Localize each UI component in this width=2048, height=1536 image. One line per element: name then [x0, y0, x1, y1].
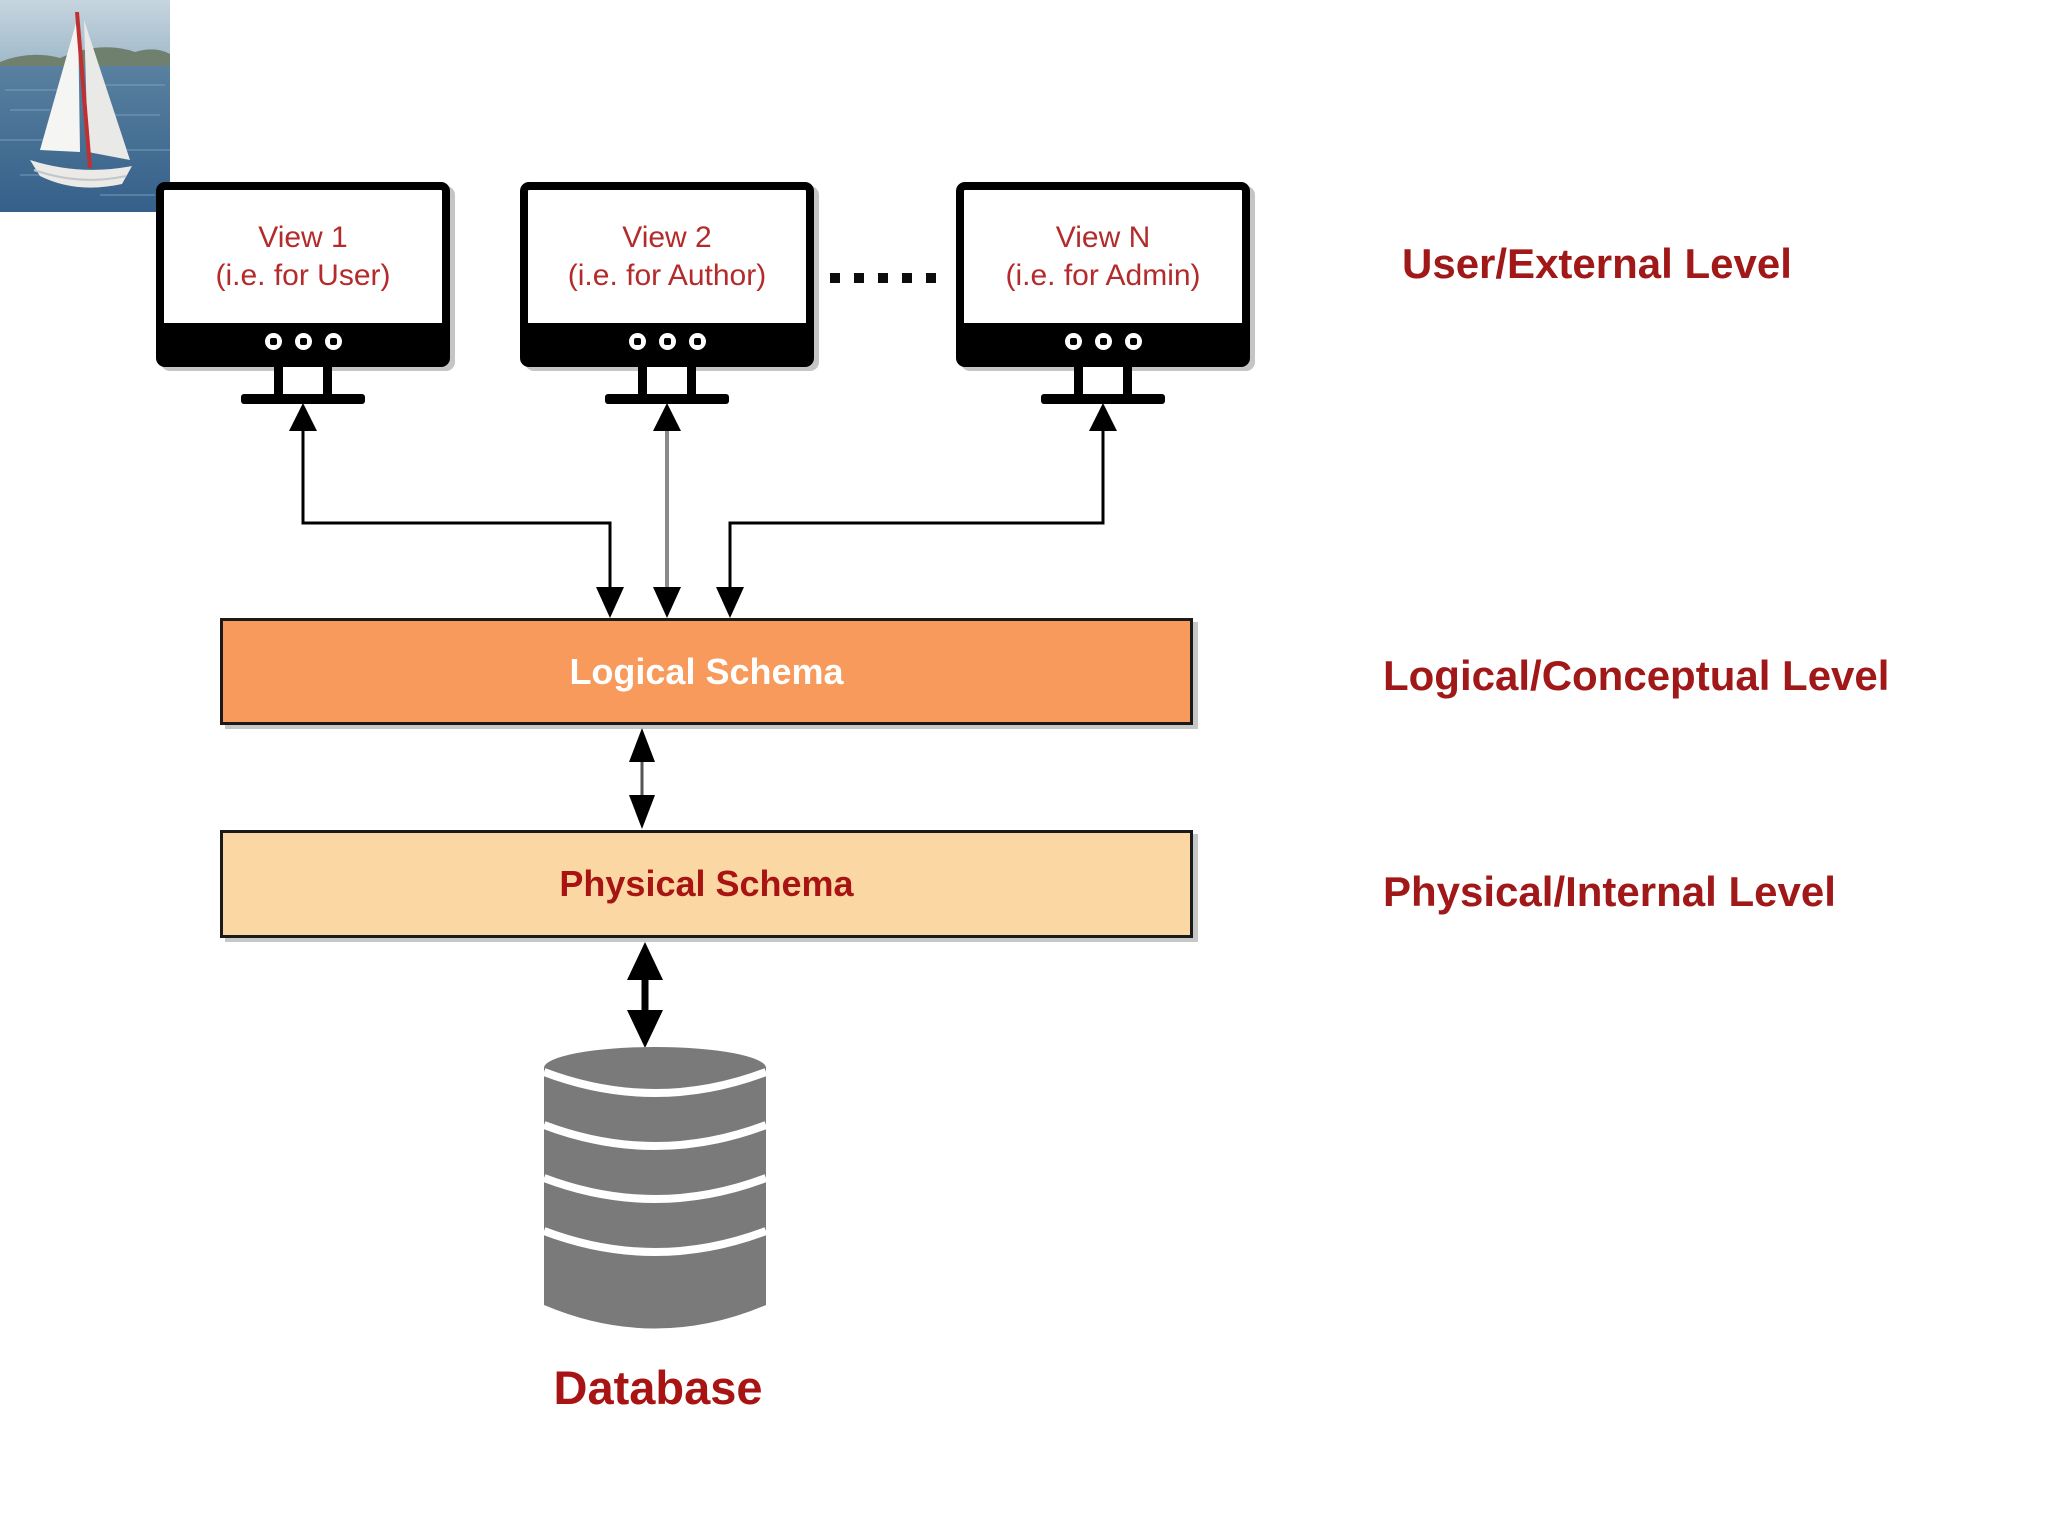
arrow-down-physical-database-icon: [627, 1010, 663, 1048]
ellipsis-dot-icon: [926, 273, 936, 283]
monitor-button-icon: [264, 332, 282, 350]
monitor-button-icon: [294, 332, 312, 350]
monitor-stand-neck: [1074, 367, 1132, 394]
monitor-view-2: View 2 (i.e. for Author): [520, 182, 814, 406]
monitor-button-icon: [1064, 332, 1082, 350]
ellipsis-dot-icon: [830, 273, 840, 283]
monitor-view-n: View N (i.e. for Admin): [956, 182, 1250, 406]
logical-schema-label: Logical Schema: [569, 650, 844, 692]
ellipsis-dot-icon: [902, 273, 912, 283]
monitor-screen: View N (i.e. for Admin): [964, 198, 1242, 315]
physical-schema-label: Physical Schema: [559, 863, 854, 904]
label-user-external-level: User/External Level: [1402, 240, 1792, 287]
logical-schema-box: Logical Schema: [220, 618, 1193, 725]
monitor-frame: View 2 (i.e. for Author): [520, 182, 814, 367]
monitor-button-icon: [1124, 332, 1142, 350]
monitor-stand-neck: [638, 367, 696, 394]
monitor-stand-base: [1041, 394, 1165, 404]
monitor-screen: View 1 (i.e. for User): [164, 198, 442, 315]
ellipsis-dot-icon: [854, 273, 864, 283]
sailboat-photo: [0, 0, 170, 212]
monitor-button-icon: [324, 332, 342, 350]
monitor-button-icon: [688, 332, 706, 350]
arrow-down-logical-physical-icon: [629, 795, 655, 829]
monitor-button-icon: [658, 332, 676, 350]
arrow-up-view1-icon: [289, 403, 317, 431]
monitor-frame: View N (i.e. for Admin): [956, 182, 1250, 367]
monitor-bezel: [528, 323, 806, 359]
label-physical-internal-level: Physical/Internal Level: [1383, 868, 1836, 915]
arrow-down-logical-left-icon: [596, 587, 624, 618]
view-title: View 1: [258, 220, 348, 254]
label-logical-conceptual-level: Logical/Conceptual Level: [1383, 652, 1890, 699]
monitor-frame: View 1 (i.e. for User): [156, 182, 450, 367]
database-cylinder-icon: [542, 1047, 768, 1329]
view-subtitle: (i.e. for Admin): [1005, 258, 1201, 292]
monitor-view-1: View 1 (i.e. for User): [156, 182, 450, 406]
monitor-button-icon: [628, 332, 646, 350]
arrow-up-viewN-icon: [1089, 403, 1117, 431]
view-subtitle: (i.e. for User): [215, 258, 391, 292]
monitor-bezel: [964, 323, 1242, 359]
monitor-bezel: [164, 323, 442, 359]
view-title: View 2: [622, 220, 712, 254]
arrow-viewN-logical-line: [728, 430, 1105, 588]
arrow-down-logical-right-icon: [716, 587, 744, 618]
ellipsis-dot-icon: [878, 273, 888, 283]
monitor-stand-neck: [274, 367, 332, 394]
arrow-up-logical-physical-icon: [629, 728, 655, 762]
physical-schema-box: Physical Schema: [220, 830, 1193, 938]
arrow-up-physical-database-icon: [627, 942, 663, 980]
arrow-up-view2-icon: [653, 403, 681, 431]
monitor-stand-base: [605, 394, 729, 404]
monitor-screen: View 2 (i.e. for Author): [528, 198, 806, 315]
view-subtitle: (i.e. for Author): [567, 258, 767, 292]
monitor-button-icon: [1094, 332, 1112, 350]
database-label: Database: [553, 1361, 763, 1414]
monitor-stand-base: [241, 394, 365, 404]
arrow-view1-logical-line: [301, 430, 612, 588]
arrow-down-logical-center-icon: [653, 587, 681, 618]
ellipsis-dots: [830, 273, 936, 283]
view-title: View N: [1055, 220, 1151, 254]
